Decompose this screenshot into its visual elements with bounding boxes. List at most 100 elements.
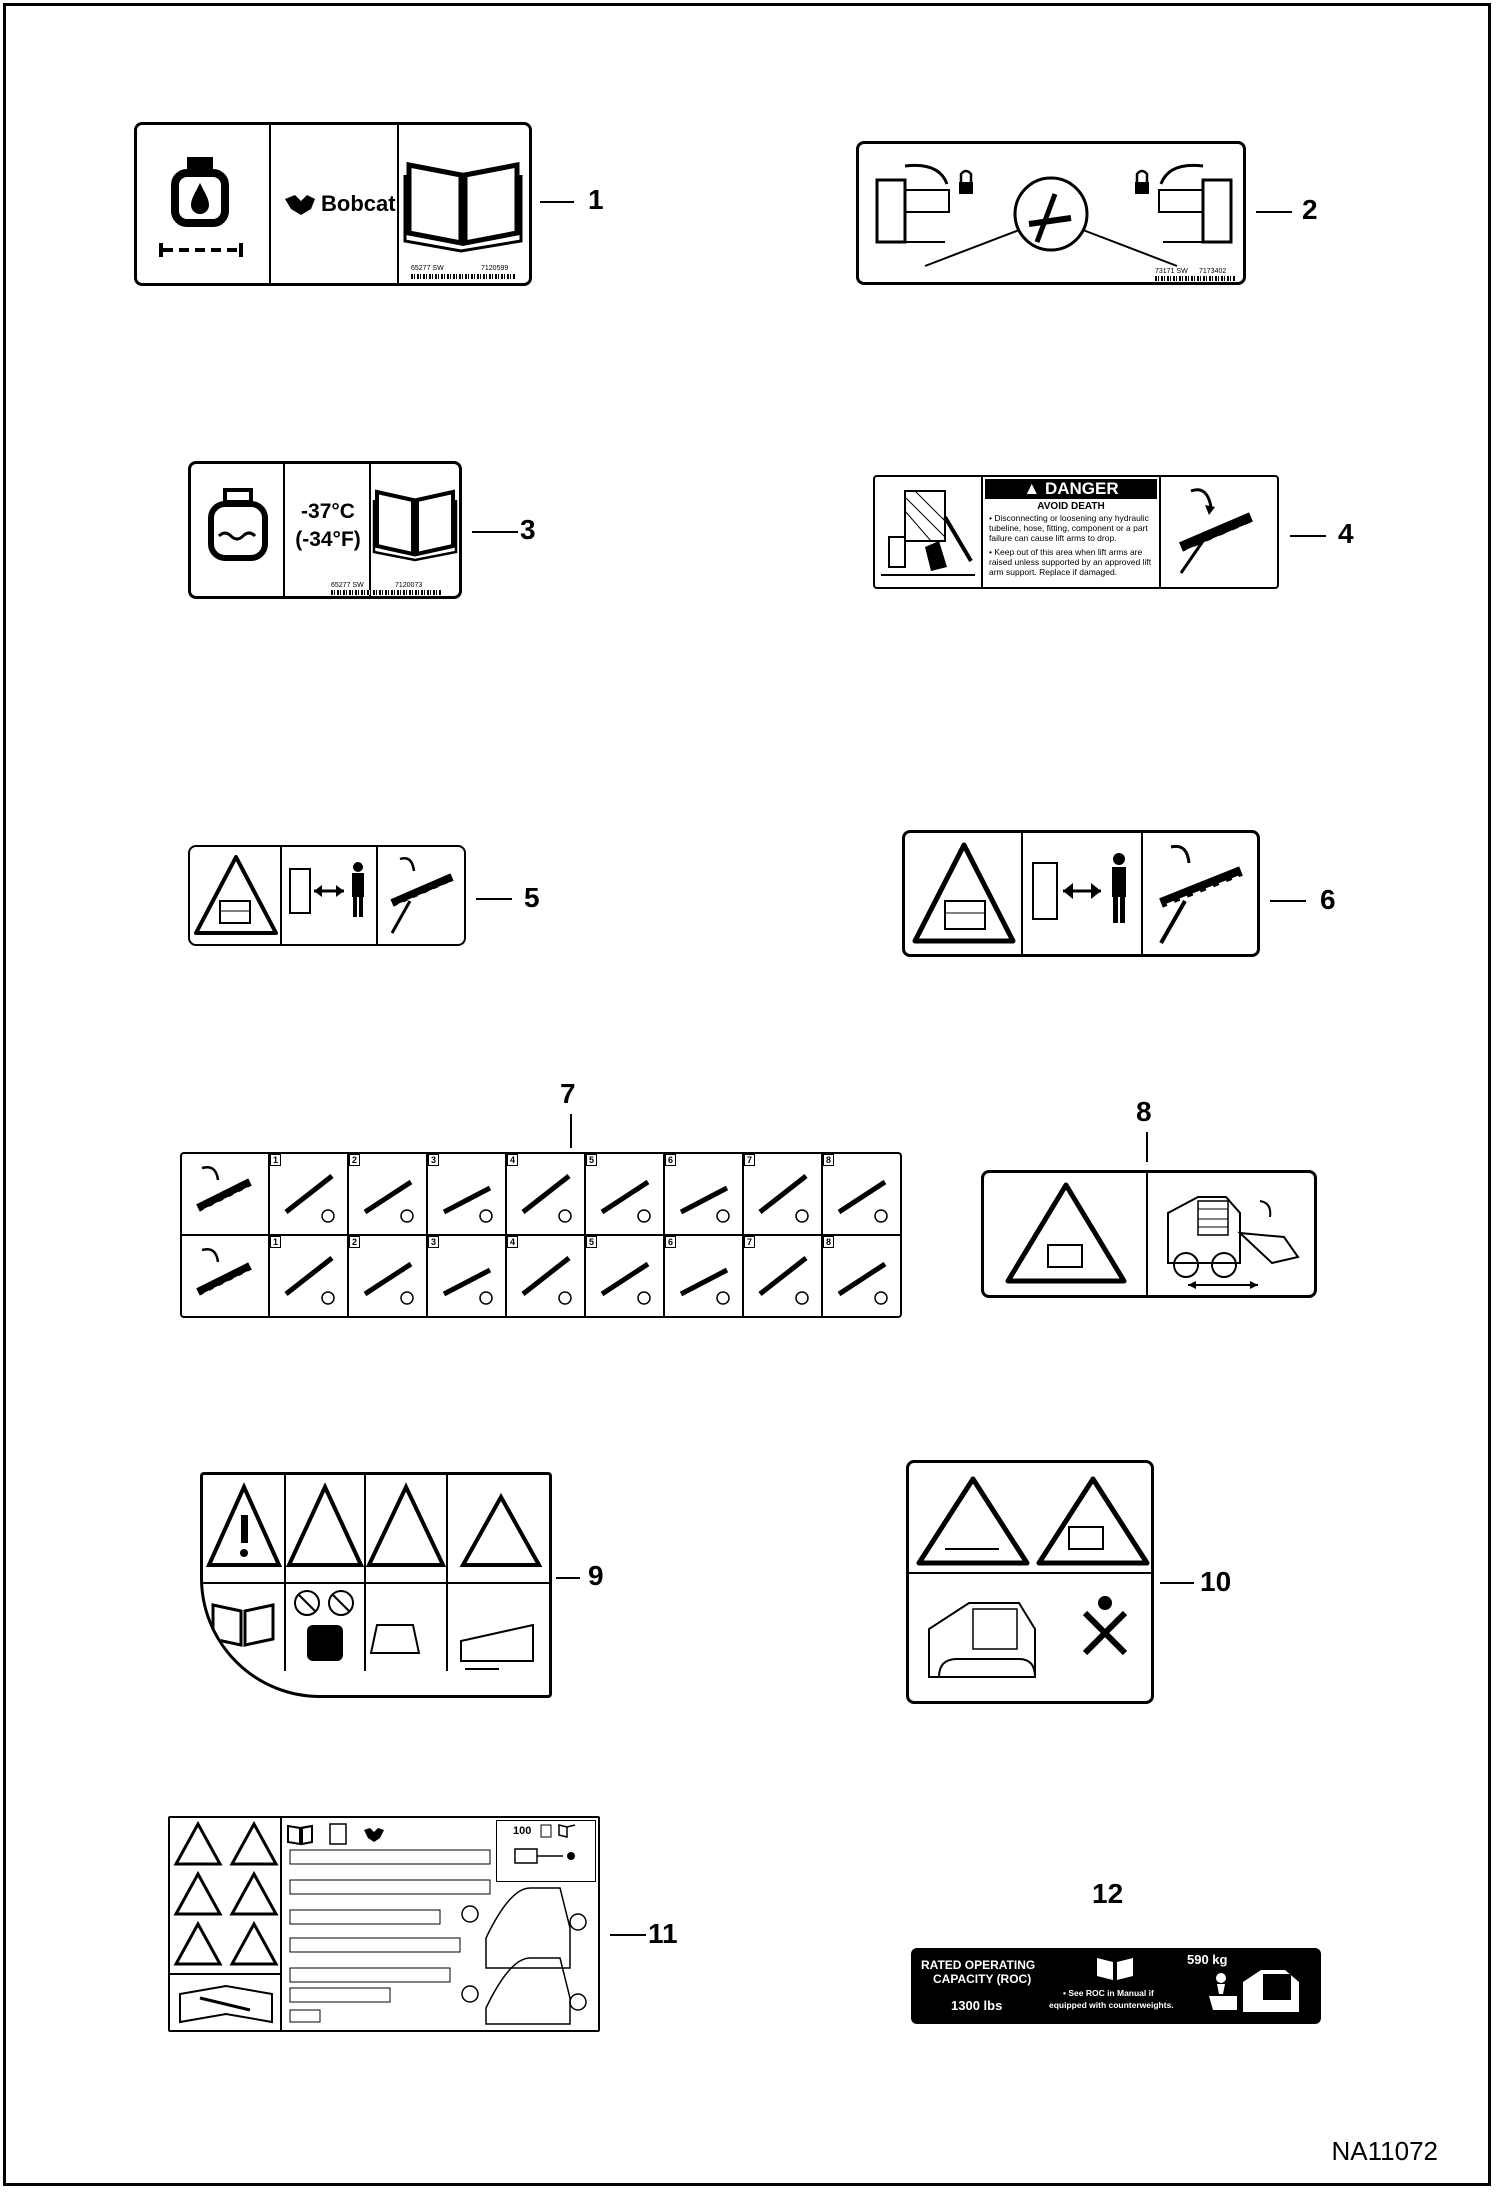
step-number: 6 [665, 1154, 676, 1166]
danger-bullet-2: • Keep out of this area when lift arms a… [989, 547, 1152, 577]
procedure-step-cell: 4 [505, 1236, 584, 1316]
decal-11: 100 [168, 1816, 600, 2032]
procedure-step-cell: 5 [584, 1154, 663, 1234]
decal-8 [981, 1170, 1317, 1298]
loader-panel [1148, 1173, 1314, 1295]
keep-clear-panel [1023, 833, 1143, 954]
procedure-step-icon [837, 1179, 888, 1223]
roc-kg: 590 kg [1187, 1952, 1228, 1967]
decal-10 [906, 1460, 1154, 1704]
step-number: 1 [270, 1236, 281, 1248]
engine-coolant-panel [191, 464, 285, 596]
step-number: 2 [349, 1236, 360, 1248]
temperature-fahrenheit: (-34°F) [295, 528, 361, 551]
warning-triangle-icon: ▲ [1023, 479, 1041, 498]
lift-arm-support-panel [1143, 833, 1257, 954]
danger-text-panel: ▲ DANGER AVOID DEATH • Disconnecting or … [983, 477, 1161, 587]
warning-triangle-icon [194, 855, 278, 935]
callout-7: 7 [560, 1078, 576, 1109]
book-icon [403, 161, 523, 253]
callout-8: 8 [1136, 1096, 1152, 1127]
procedure-step-icon [363, 1179, 414, 1223]
keep-clear-panel [282, 847, 378, 944]
decal-6 [902, 830, 1260, 957]
procedure-step-icon [284, 1174, 335, 1223]
procedure-step-icon [679, 1267, 730, 1305]
lift-arm-lock-icon [875, 163, 1233, 267]
step-number: 8 [823, 1236, 834, 1248]
step-number: 4 [507, 1236, 518, 1248]
procedure-step-cell: 6 [663, 1236, 742, 1316]
crush-hazard-icons [909, 1476, 1151, 1678]
danger-subheader: AVOID DEATH [1037, 501, 1105, 512]
decal-4: ▲ DANGER AVOID DEATH • Disconnecting or … [873, 475, 1279, 589]
decal-code: 65277 SW [331, 582, 364, 589]
danger-bullet-1: • Disconnecting or loosening any hydraul… [989, 513, 1149, 543]
decal-3: -37°C (-34°F) 65277 SW 7120073 [188, 461, 462, 599]
safety-warnings-icons [203, 1475, 549, 1671]
book-icon [372, 489, 458, 562]
procedure-step-cell: 8 [821, 1154, 900, 1234]
procedure-step-cell: 7 [742, 1236, 821, 1316]
procedure-step-icon [521, 1174, 572, 1223]
decal-1: Bobcat 65277 SW 7120599 [134, 122, 532, 286]
roc-title-2: CAPACITY (ROC) [933, 1972, 1032, 1986]
procedure-step-icon [600, 1179, 651, 1223]
step-number: 1 [270, 1154, 281, 1166]
danger-header: DANGER [1044, 479, 1119, 498]
procedure-step-icon [363, 1261, 414, 1305]
step-number: 5 [586, 1154, 597, 1166]
decal-code: 73171 SW [1155, 268, 1188, 275]
figure-id: NA11072 [1331, 2136, 1439, 2166]
lift-arm-support-panel [1161, 477, 1277, 587]
procedure-step-cell: 3 [426, 1236, 505, 1316]
procedure-step-icon [442, 1185, 493, 1223]
service-qty: 100 [513, 1825, 532, 1837]
procedure-step-cell: 3 [426, 1154, 505, 1234]
step-number: 2 [349, 1154, 360, 1166]
roc-note-2: equipped with counterweights. [1049, 2000, 1174, 2010]
loader-capacity-icon [1209, 1970, 1299, 2012]
procedure-step-icon [600, 1261, 651, 1305]
lift-arm-crush-icon [881, 490, 975, 576]
skid-steer-loader-icon [1167, 1196, 1300, 1289]
brand-name: Bobcat [321, 191, 396, 216]
hazard-panel [170, 1818, 282, 2030]
temperature-panel: -37°C (-34°F) [285, 464, 371, 596]
decal-part-number: 7173402 [1199, 268, 1227, 275]
callout-10: 10 [1200, 1566, 1232, 1597]
keep-clear-icon [1032, 853, 1126, 923]
engine-oil-panel [137, 125, 271, 283]
decal-12: RATED OPERATING CAPACITY (ROC) 1300 lbs … [911, 1948, 1321, 2024]
hydraulic-filter-icon [514, 1824, 576, 1864]
procedure-step-cell: 2 [347, 1154, 426, 1234]
procedure-step-icon [679, 1185, 730, 1223]
callout-3: 3 [520, 514, 536, 545]
procedure-step-icon [837, 1261, 888, 1305]
procedure-step-cell: 4 [505, 1154, 584, 1234]
lift-arm-procedure-icons [196, 1166, 252, 1296]
crush-hazard-panel [190, 847, 282, 944]
brand-panel: Bobcat [271, 125, 399, 283]
procedure-step-icon [442, 1267, 493, 1305]
procedure-step-icon [758, 1174, 809, 1223]
callout-12: 12 [1092, 1878, 1124, 1909]
decal-2: 73171 SW 7173402 [856, 141, 1246, 285]
step-number: 3 [428, 1236, 439, 1248]
lift-arm-hazard-panel [875, 477, 983, 587]
tip-hazard-panel [984, 1173, 1148, 1295]
procedure-step-cell: 5 [584, 1236, 663, 1316]
book-icon [1097, 1958, 1133, 1980]
lift-arm-support-panel [378, 847, 464, 944]
callout-2: 2 [1302, 194, 1318, 225]
crush-hazard-panel [905, 833, 1023, 954]
lift-arm-support-icon [1179, 488, 1254, 574]
step-number: 7 [744, 1236, 755, 1248]
callout-1: 1 [588, 184, 604, 215]
lift-arm-support-icon [390, 857, 454, 934]
service-interval-panel: 100 [496, 1820, 596, 1882]
bobcat-logo-icon [285, 195, 315, 215]
callout-6: 6 [1320, 884, 1336, 915]
procedure-step-icon [521, 1256, 572, 1305]
warning-triangle-icon [912, 842, 1016, 944]
